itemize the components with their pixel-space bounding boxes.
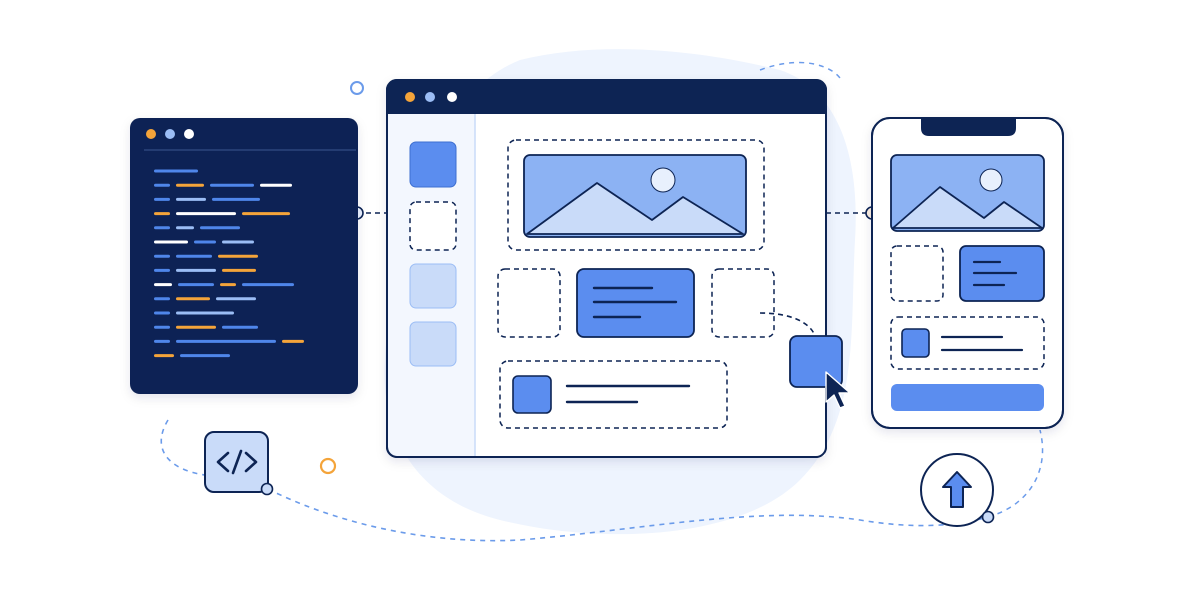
dashed-path-top-right (759, 61, 841, 79)
placeholder-card-left[interactable] (497, 268, 561, 338)
sidebar-block-placeholder[interactable] (409, 201, 457, 251)
code-token (176, 325, 216, 329)
code-token (154, 240, 188, 244)
code-token (218, 254, 258, 258)
code-token (210, 183, 254, 187)
code-token (176, 197, 206, 201)
phone-image-placeholder[interactable] (890, 154, 1045, 232)
code-token (194, 240, 216, 244)
code-lines (154, 169, 304, 358)
code-token (154, 297, 170, 301)
sidebar-block-light-2[interactable] (409, 321, 457, 367)
code-token (242, 212, 290, 216)
browser-dot-white (447, 92, 457, 102)
code-token (220, 283, 236, 287)
code-token (222, 240, 254, 244)
code-token (154, 339, 170, 343)
code-token (216, 297, 256, 301)
code-token (176, 311, 234, 315)
phone-notch (921, 119, 1016, 136)
code-token (154, 325, 170, 329)
code-token (178, 283, 214, 287)
code-token (260, 183, 292, 187)
decor-circle-blue (350, 81, 364, 95)
code-token (154, 354, 174, 358)
dashed-path-right-bottom (987, 429, 1044, 518)
code-token (176, 297, 210, 301)
code-token (154, 226, 170, 230)
dashed-path-bottom (160, 419, 989, 542)
hero-dropzone (507, 139, 765, 251)
code-token (180, 354, 230, 358)
upload-arrow-icon (942, 471, 972, 508)
text-card-center[interactable] (576, 268, 695, 338)
list-row-dropzone (499, 360, 728, 429)
code-token (176, 226, 194, 230)
image-placeholder-icon[interactable] (523, 154, 747, 238)
decor-circle-orange (319, 457, 337, 475)
code-token (212, 197, 260, 201)
placeholder-card-right[interactable] (711, 268, 775, 338)
sidebar-block-active[interactable] (409, 141, 457, 188)
code-token (222, 268, 256, 272)
code-token (154, 254, 170, 258)
code-token (154, 268, 170, 272)
code-token (154, 283, 172, 287)
phone-placeholder-block[interactable] (890, 245, 944, 302)
upload-badge-node (981, 510, 995, 524)
phone-text-card[interactable] (959, 245, 1045, 302)
editor-dot-orange (146, 129, 156, 139)
code-badge[interactable] (204, 431, 274, 496)
code-token (176, 268, 216, 272)
code-token (154, 197, 170, 201)
code-token (176, 254, 212, 258)
editor-dot-white (184, 129, 194, 139)
code-token (154, 311, 170, 315)
browser-dot-orange (405, 92, 415, 102)
code-token (154, 169, 198, 173)
code-token (222, 325, 258, 329)
list-row-thumbnail[interactable] (512, 375, 552, 414)
mouse-pointer-icon (825, 371, 851, 409)
code-token (200, 226, 240, 230)
editor-dot-blue (165, 129, 175, 139)
code-token (242, 283, 294, 287)
code-token (282, 339, 304, 343)
code-badge-node (260, 482, 274, 496)
drag-path (759, 312, 816, 337)
phone-cta-button[interactable] (891, 384, 1044, 411)
code-token (176, 212, 236, 216)
browser-outline (386, 79, 827, 458)
code-token (154, 183, 170, 187)
code-token (176, 183, 204, 187)
code-brackets-icon (216, 449, 258, 475)
browser-title-bar (387, 80, 826, 114)
sidebar-block-light-1[interactable] (409, 263, 457, 309)
upload-badge[interactable] (920, 453, 995, 527)
code-token (154, 212, 170, 216)
phone-outline (871, 117, 1064, 429)
code-token (176, 339, 276, 343)
phone-list-thumbnail[interactable] (901, 328, 930, 358)
browser-dot-blue (425, 92, 435, 102)
